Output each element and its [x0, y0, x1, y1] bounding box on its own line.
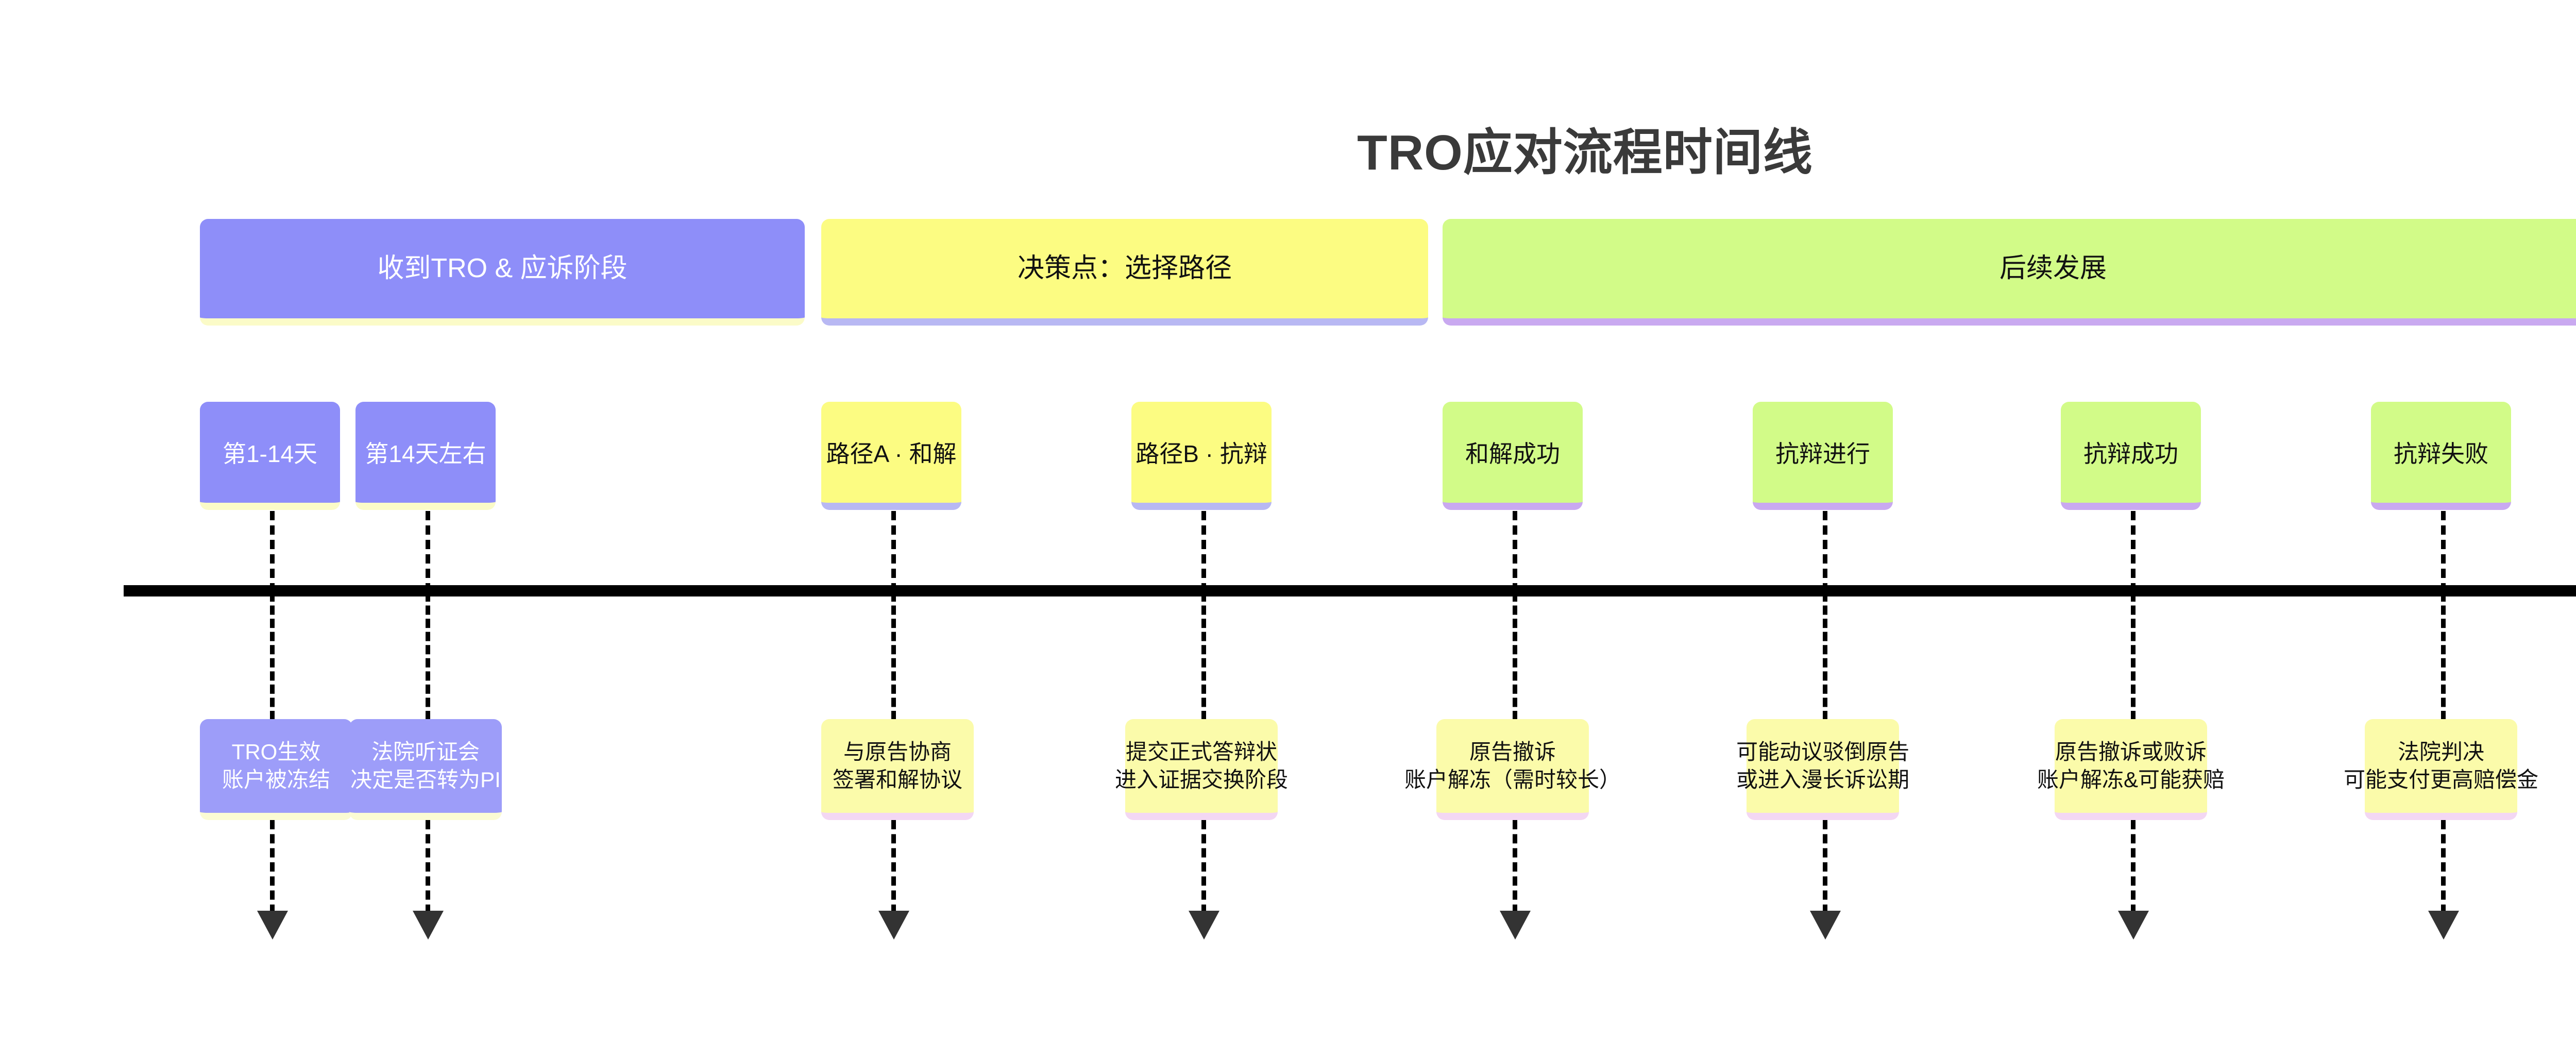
connector-bottom-1: [270, 820, 275, 914]
detail-box-7: 原告撤诉或败诉 账户解冻&可能获赔: [2037, 719, 2225, 820]
detail-line-1: 可能动议驳倒原告: [1736, 740, 1910, 764]
milestone-label: 路径B · 抗辩: [1136, 440, 1267, 467]
detail-line-1: 原告撤诉: [1469, 740, 1556, 764]
connector-top-8: [2441, 511, 2446, 592]
down-arrow-icon-6: [1810, 911, 1841, 940]
connector-top-6: [1823, 511, 1827, 592]
milestone-box-7: 抗辩成功: [2061, 402, 2201, 510]
milestone-label: 第14天左右: [365, 440, 486, 467]
detail-line-1: 提交正式答辩状: [1125, 740, 1277, 764]
milestone-box-1: 第1-14天: [200, 402, 340, 510]
detail-box-2: 法院听证会 决定是否转为PI: [349, 719, 502, 820]
down-arrow-icon-1: [257, 911, 288, 940]
connector-bottom-3: [891, 820, 896, 914]
detail-line-1: TRO生效: [231, 740, 321, 764]
phase-bar-decision: 决策点：选择路径: [821, 219, 1428, 326]
down-arrow-icon-3: [878, 911, 909, 940]
detail-line-1: 法院判决: [2397, 740, 2484, 764]
milestone-box-2: 第14天左右: [355, 402, 496, 510]
milestone-box-6: 抗辩进行: [1753, 402, 1893, 510]
connector-bottom-5: [1513, 820, 1517, 914]
detail-line-1: 与原告协商: [843, 740, 952, 764]
detail-line-2: 账户解冻&可能获赔: [2037, 768, 2225, 792]
connector-mid-3: [891, 592, 896, 720]
milestone-box-3: 路径A · 和解: [821, 402, 961, 510]
detail-line-1: 法院听证会: [371, 740, 480, 764]
timeline-axis: [124, 585, 2576, 596]
detail-box-5: 原告撤诉 账户解冻（需时较长）: [1404, 719, 1621, 820]
connector-bottom-7: [2131, 820, 2136, 914]
connector-top-2: [426, 511, 430, 592]
phase-label: 收到TRO & 应诉阶段: [377, 253, 628, 283]
down-arrow-icon-5: [1500, 911, 1531, 940]
connector-mid-7: [2131, 592, 2136, 720]
phase-label: 决策点：选择路径: [1017, 253, 1232, 283]
detail-box-1: TRO生效 账户被冻结: [200, 719, 352, 820]
connector-top-5: [1513, 511, 1517, 592]
down-arrow-icon-7: [2118, 911, 2149, 940]
milestone-box-5: 和解成功: [1443, 402, 1583, 510]
connector-mid-6: [1823, 592, 1827, 720]
detail-box-4: 提交正式答辩状 进入证据交换阶段: [1115, 719, 1288, 820]
down-arrow-icon-4: [1189, 911, 1219, 940]
phase-label: 后续发展: [1999, 253, 2107, 283]
page-title: TRO应对流程时间线: [1357, 125, 1813, 180]
phase-bar-intake: 收到TRO & 应诉阶段: [200, 219, 805, 326]
detail-line-2: 账户解冻（需时较长）: [1404, 768, 1621, 792]
detail-line-1: 原告撤诉或败诉: [2055, 740, 2207, 764]
milestone-box-4: 路径B · 抗辩: [1131, 402, 1272, 510]
detail-line-2: 或进入漫长诉讼期: [1736, 768, 1910, 792]
connector-mid-2: [426, 592, 430, 720]
milestone-label: 和解成功: [1465, 440, 1560, 467]
down-arrow-icon-2: [413, 911, 444, 940]
connector-bottom-8: [2441, 820, 2446, 914]
connector-bottom-6: [1823, 820, 1827, 914]
connector-top-7: [2131, 511, 2136, 592]
connector-top-3: [891, 511, 896, 592]
detail-line-2: 账户被冻结: [222, 768, 330, 792]
connector-mid-4: [1201, 592, 1206, 720]
connector-top-4: [1201, 511, 1206, 592]
connector-mid-8: [2441, 592, 2446, 720]
milestone-box-8: 抗辩失败: [2371, 402, 2511, 510]
connector-bottom-2: [426, 820, 430, 914]
detail-box-6: 可能动议驳倒原告 或进入漫长诉讼期: [1736, 719, 1909, 820]
connector-mid-5: [1513, 592, 1517, 720]
down-arrow-icon-8: [2428, 911, 2459, 940]
detail-box-8: 法院判决 可能支付更高赔偿金: [2344, 719, 2538, 820]
connector-mid-1: [270, 592, 275, 720]
detail-line-2: 签署和解协议: [832, 768, 962, 792]
milestone-label: 第1-14天: [222, 440, 318, 467]
milestone-label: 抗辩进行: [1775, 440, 1870, 467]
connector-bottom-4: [1201, 820, 1206, 914]
detail-box-3: 与原告协商 签署和解协议: [821, 719, 974, 820]
phase-bar-outcomes: 后续发展: [1443, 219, 2576, 326]
detail-line-2: 可能支付更高赔偿金: [2344, 768, 2539, 792]
milestone-label: 抗辩失败: [2394, 440, 2488, 467]
detail-line-2: 决定是否转为PI: [350, 768, 501, 792]
detail-line-2: 进入证据交换阶段: [1115, 768, 1289, 792]
milestone-label: 抗辩成功: [2083, 440, 2178, 467]
milestone-label: 路径A · 和解: [826, 440, 957, 467]
connector-top-1: [270, 511, 275, 592]
